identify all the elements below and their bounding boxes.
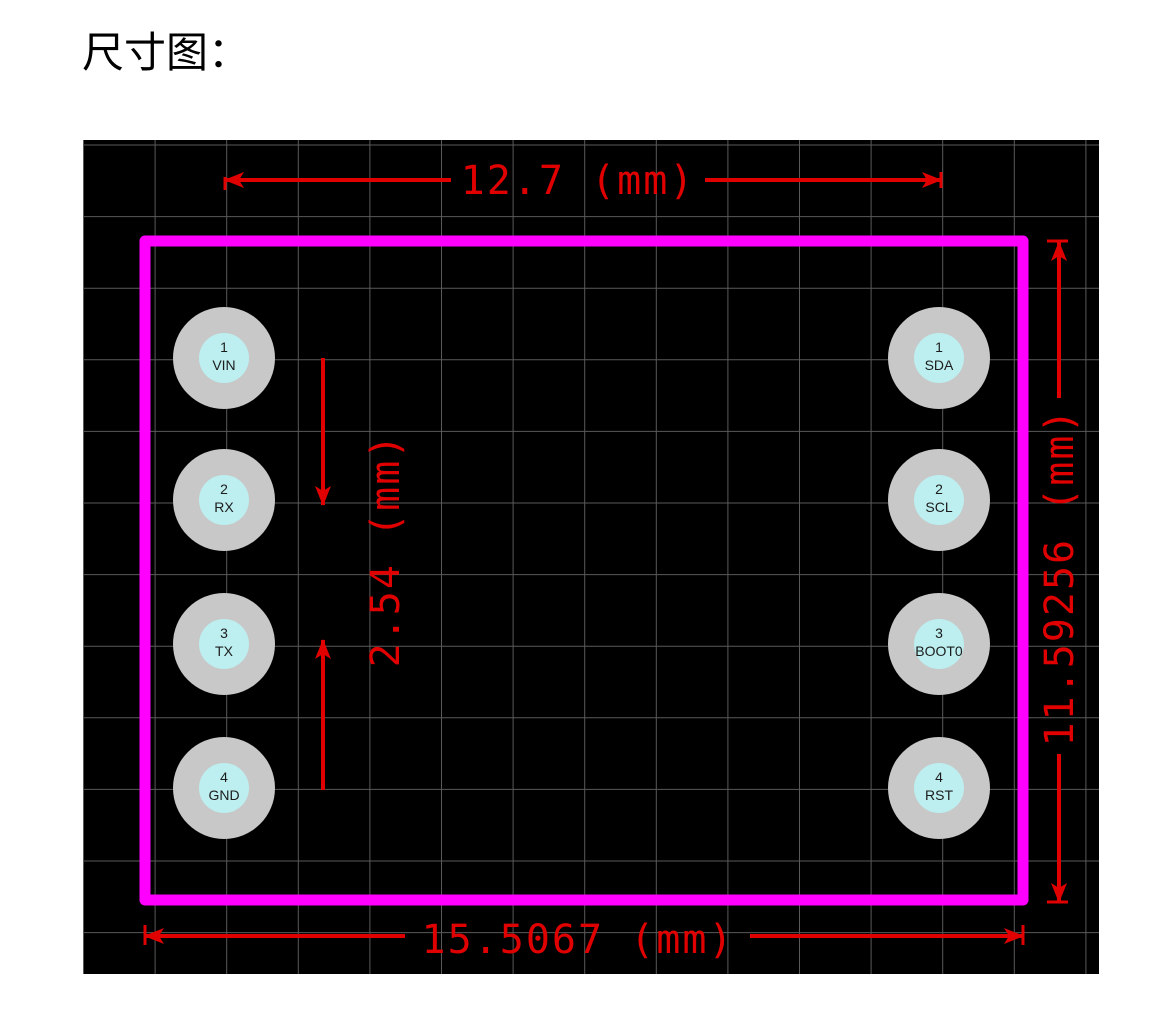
pad-label: VIN (212, 357, 235, 373)
pad-tx: 3 TX (173, 593, 275, 695)
pad-label: SDA (925, 357, 954, 373)
pad-number: 3 (220, 625, 228, 641)
pad-label: GND (208, 787, 239, 803)
pad-number: 1 (935, 339, 943, 355)
pad-boot0: 3 BOOT0 (888, 593, 990, 695)
page-title: 尺寸图： (82, 28, 251, 77)
right-pad-column: 1 SDA 2 SCL 3 BOOT0 4 RST (888, 307, 990, 839)
canvas-background (83, 140, 1099, 974)
pad-number: 2 (220, 481, 228, 497)
bottom-width-label: 15.5067 (mm) (422, 917, 735, 963)
pad-number: 3 (935, 625, 943, 641)
pin-pitch-label: 2.54 (mm) (363, 433, 409, 668)
top-width-label: 12.7 (mm) (461, 158, 696, 204)
right-height-dimension: 11.59256 (mm) (1037, 239, 1083, 904)
left-pad-column: 1 VIN 2 RX 3 TX 4 GND (173, 307, 275, 839)
bottom-width-dimension: 15.5067 (mm) (143, 917, 1025, 963)
pad-number: 4 (220, 769, 228, 785)
pad-label: SCL (925, 499, 952, 515)
pad-rst: 4 RST (888, 737, 990, 839)
pad-rx: 2 RX (173, 449, 275, 551)
top-width-dimension: 12.7 (mm) (223, 158, 943, 204)
pad-number: 2 (935, 481, 943, 497)
pad-label: BOOT0 (915, 643, 963, 659)
right-height-label: 11.59256 (mm) (1037, 407, 1083, 746)
pad-sda: 1 SDA (888, 307, 990, 409)
pin-pitch-dimension: 2.54 (mm) (315, 358, 409, 790)
pad-label: RST (925, 787, 953, 803)
pcb-dimension-drawing: 12.7 (mm) 15.5067 (mm) 11.59256 (mm) 2.5… (83, 140, 1099, 974)
pad-number: 1 (220, 339, 228, 355)
pad-vin: 1 VIN (173, 307, 275, 409)
pad-label: RX (214, 499, 234, 515)
pad-label: TX (215, 643, 234, 659)
pad-scl: 2 SCL (888, 449, 990, 551)
pad-gnd: 4 GND (173, 737, 275, 839)
pad-number: 4 (935, 769, 943, 785)
board-outline (139, 235, 1029, 906)
